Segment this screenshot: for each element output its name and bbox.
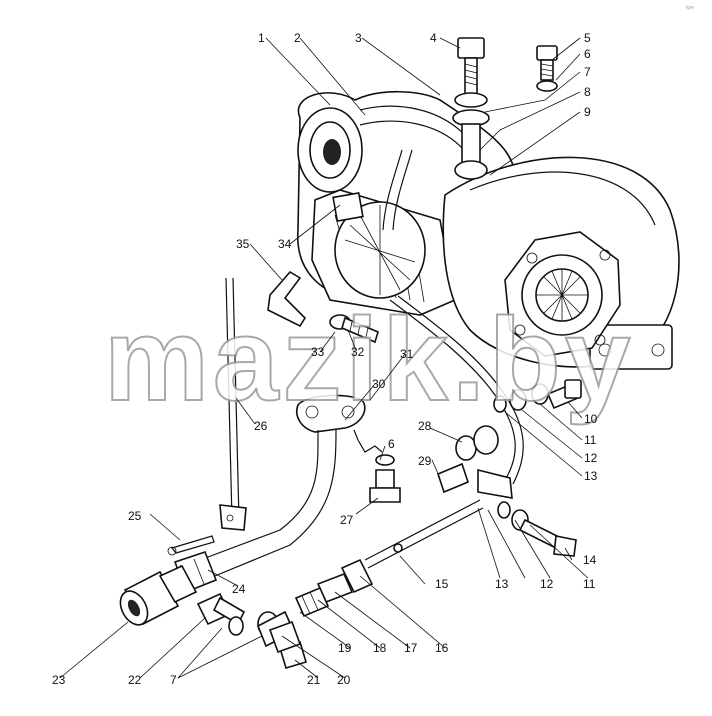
callout-11-bottom: 11: [583, 577, 596, 591]
callout-10: 10: [584, 412, 598, 426]
bolts-32-33: [329, 314, 379, 344]
callout-3: 3: [355, 31, 362, 45]
callout-34: 34: [278, 237, 292, 251]
callout-26: 26: [254, 419, 268, 433]
callout-12-top: 12: [584, 451, 598, 465]
callout-13-bottom: 13: [495, 577, 509, 591]
callout-19: 19: [338, 641, 352, 655]
turbine-housing: [442, 156, 680, 370]
callout-35: 35: [236, 237, 250, 251]
callout-12-bottom: 12: [540, 577, 554, 591]
watermark: mazik.by: [104, 294, 634, 426]
bolt-21: [268, 620, 307, 669]
callout-8: 8: [584, 85, 591, 99]
leader-lines: [59, 37, 589, 679]
center-housing: [311, 149, 456, 316]
callout-13-top: 13: [584, 469, 598, 483]
callout-7-top: 7: [584, 65, 591, 79]
union-fitting-23: [119, 564, 198, 626]
callout-14: 14: [583, 553, 597, 567]
supply-pipe: [389, 295, 524, 499]
callout-23: 23: [52, 673, 66, 687]
callout-16: 16: [435, 641, 449, 655]
cotter-pin-25: [167, 535, 215, 556]
callout-2: 2: [294, 31, 301, 45]
callout-15: 15: [435, 577, 449, 591]
oil-feed-bolt: [452, 37, 490, 180]
nut-16: [340, 558, 374, 594]
callout-20: 20: [337, 673, 351, 687]
callout-24: 24: [232, 582, 246, 596]
pipe-15: [364, 499, 484, 569]
callout-22: 22: [128, 673, 142, 687]
callout-17: 17: [404, 641, 418, 655]
fitting-17-19: [294, 572, 354, 618]
callout-31: 31: [400, 347, 414, 361]
callout-29: 29: [418, 454, 432, 468]
callout-21: 21: [307, 673, 321, 687]
callout-27: 27: [340, 513, 354, 527]
callout-28: 28: [418, 419, 432, 433]
callout-25: 25: [128, 509, 142, 523]
callout-6-top: 6: [584, 47, 591, 61]
callout-32: 32: [351, 345, 365, 359]
rod-26: [219, 277, 247, 531]
callout-5: 5: [584, 31, 591, 45]
corner-mark: ᵗᵍᵒᵒ: [686, 5, 695, 12]
callout-30: 30: [372, 377, 386, 391]
union-28-29: [437, 425, 499, 494]
callout-7-bottom: 7: [170, 673, 177, 687]
bolt-10: [546, 379, 582, 410]
fitting-22: [196, 592, 246, 636]
callout-4: 4: [430, 31, 437, 45]
callout-11-top: 11: [584, 433, 597, 447]
callout-1: 1: [258, 31, 265, 45]
callout-18: 18: [373, 641, 387, 655]
callout-9: 9: [584, 105, 591, 119]
bracket-35: [267, 270, 307, 328]
callout-labels: 1 2 3 4 5 6 7 8 9 10 11 12 13 14 15 16 1…: [52, 31, 598, 687]
callout-33: 33: [311, 345, 325, 359]
callout-6-mid: 6: [388, 437, 395, 451]
bolt-14: [518, 518, 577, 557]
bolt-5: [536, 45, 558, 92]
